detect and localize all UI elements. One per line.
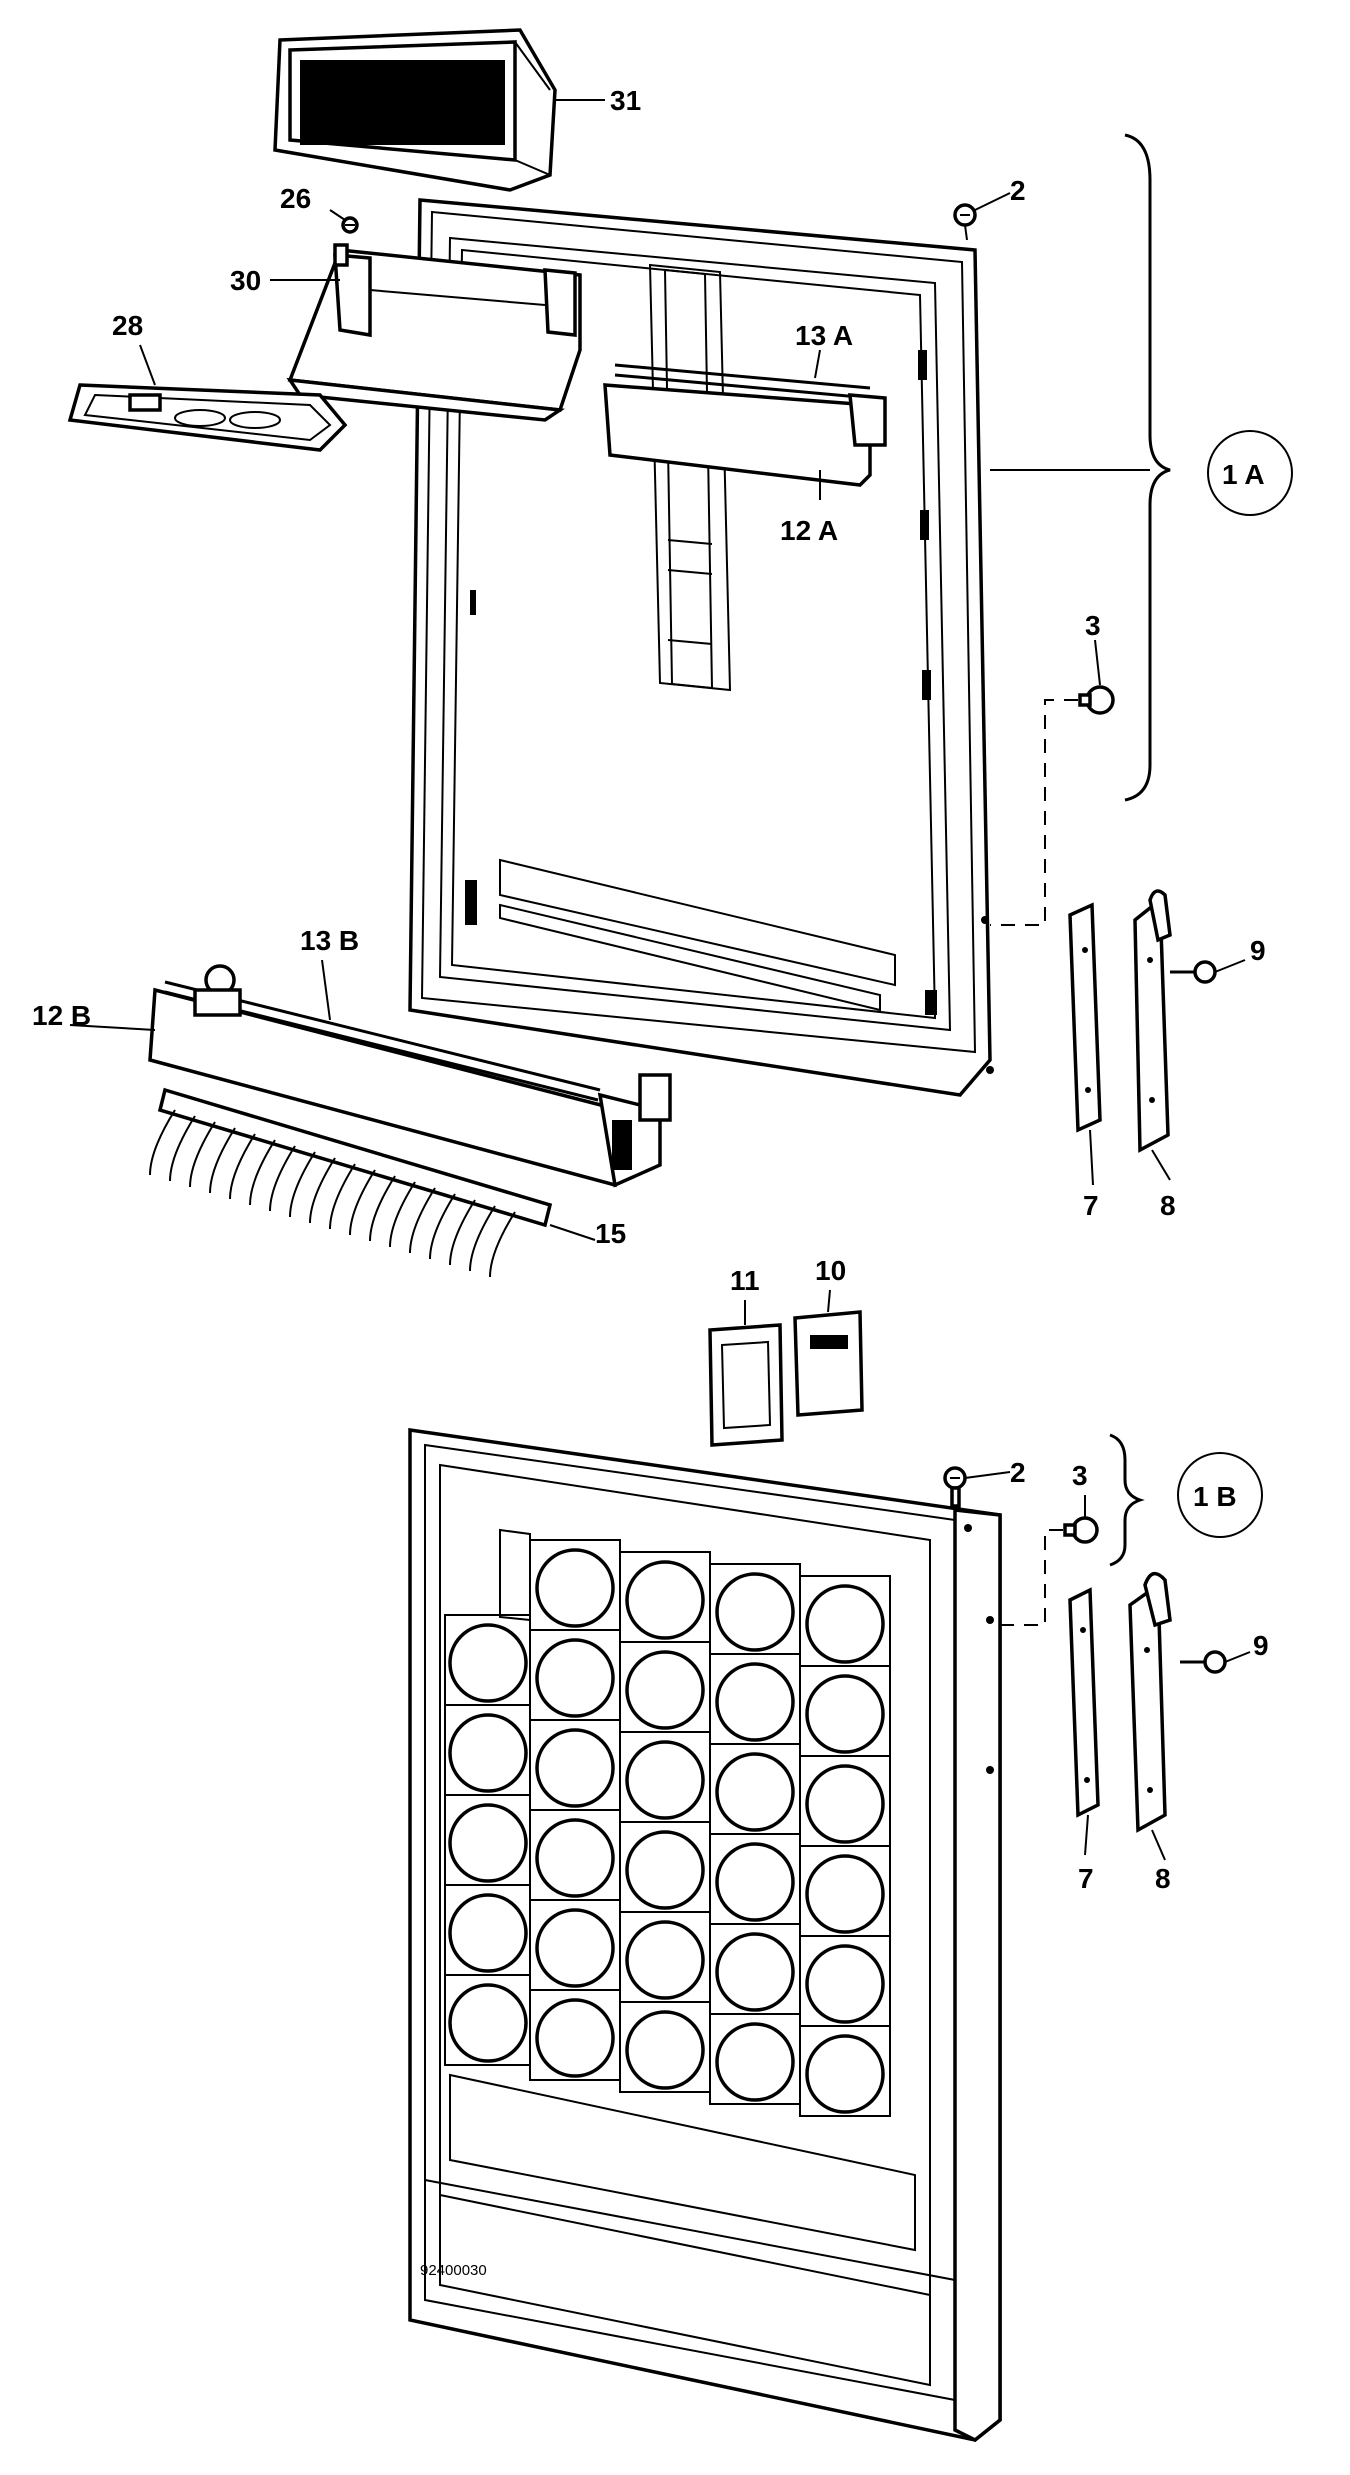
label-1a: 1 A — [1222, 459, 1265, 490]
label-2-upper: 2 — [1010, 175, 1026, 206]
label-28: 28 — [112, 310, 143, 341]
label-2-lower: 2 — [1010, 1457, 1026, 1488]
part-8-hinge-lower — [1128, 1571, 1172, 1833]
part-11-label-frame — [708, 1323, 784, 1447]
part-9-washer-screw-lower — [1180, 1650, 1227, 1674]
part-30-bracket-shelf — [286, 243, 582, 422]
label-11: 11 — [730, 1265, 760, 1296]
label-13a: 13 A — [795, 320, 853, 351]
part-26-screw — [341, 216, 359, 234]
part-9-washer-screw-upper — [1170, 960, 1217, 984]
part-3-knob-upper — [990, 685, 1115, 926]
leader-lines — [69, 99, 1251, 1861]
part-28-tray — [67, 383, 348, 452]
part-10-label-card — [793, 1310, 864, 1417]
label-15: 15 — [595, 1218, 626, 1249]
label-9-lower: 9 — [1253, 1630, 1269, 1661]
label-8-lower: 8 — [1155, 1863, 1171, 1894]
label-1b: 1 B — [1193, 1481, 1237, 1512]
part-labels: 31 26 30 28 2 13 A 12 A 1 A 3 9 7 8 13 B… — [32, 85, 1269, 2279]
egg-tray-grid — [444, 1539, 891, 2117]
part-12b-long-shelf — [148, 964, 672, 1188]
bracket-1b — [1109, 1433, 1263, 1567]
label-7-upper: 7 — [1083, 1190, 1099, 1221]
part-7-hinge-plate-upper — [1068, 902, 1102, 1133]
bracket-1a — [990, 133, 1293, 802]
part-15-comb-rack — [149, 1087, 553, 1278]
label-3-lower: 3 — [1072, 1460, 1088, 1491]
part-8-hinge-upper — [1133, 889, 1172, 1153]
label-8-upper: 8 — [1160, 1190, 1176, 1221]
part-3-knob-lower — [990, 1516, 1099, 1626]
part-31-cover-panel — [273, 28, 557, 192]
label-26: 26 — [280, 183, 311, 214]
label-12b: 12 B — [32, 1000, 91, 1031]
part-7-hinge-plate-lower — [1068, 1587, 1100, 1818]
part-2-screw-upper — [953, 203, 977, 241]
drawing-number: 92400030 — [420, 2262, 487, 2279]
label-7-lower: 7 — [1078, 1863, 1094, 1894]
part-2-screw-lower — [943, 1466, 967, 1508]
label-30: 30 — [230, 265, 261, 296]
label-10: 10 — [815, 1255, 846, 1286]
label-3-upper: 3 — [1085, 610, 1101, 641]
label-31: 31 — [610, 85, 641, 116]
label-13b: 13 B — [300, 925, 359, 956]
part-12a-door-shelf — [603, 363, 887, 487]
label-12a: 12 A — [780, 515, 838, 546]
label-9-upper: 9 — [1250, 935, 1266, 966]
